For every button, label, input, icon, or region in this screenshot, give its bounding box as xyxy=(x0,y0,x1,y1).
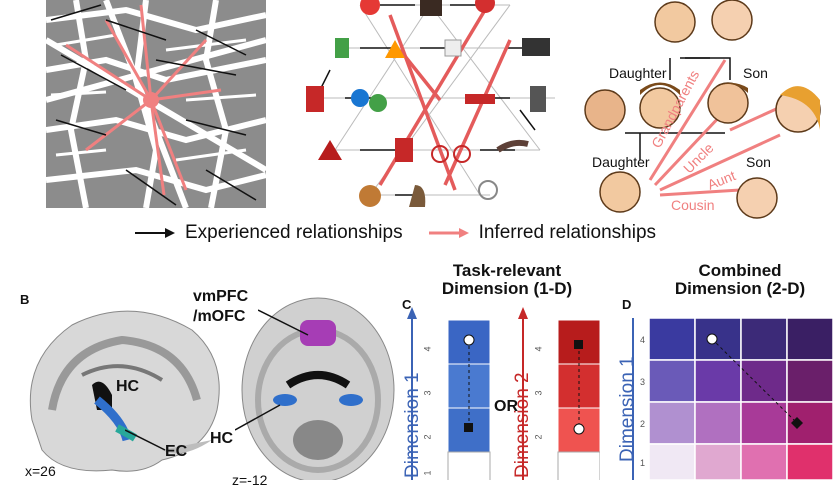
panel-b-letter: B xyxy=(20,292,30,307)
or-label: OR xyxy=(494,398,518,415)
panel-c-tick-1: 1 xyxy=(422,470,433,476)
panel-c-tick-4: 4 xyxy=(422,346,433,352)
panel-d-tick-4: 4 xyxy=(640,335,646,345)
panel-c-title-line2: Dimension (1-D) xyxy=(441,279,573,298)
panel-c-title: Task-relevant Dimension (1-D) xyxy=(432,262,582,298)
family-label-son-bottom: Son xyxy=(746,154,771,170)
family-label-daughter-bottom: Daughter xyxy=(592,154,650,170)
axial-brain-image xyxy=(241,297,395,480)
panel-c-tick2-2: 2 xyxy=(533,434,544,440)
hc-axial-pointer xyxy=(235,404,281,431)
panel-c-tick-2: 2 xyxy=(422,434,433,440)
hc-label-axial: HC xyxy=(210,430,234,447)
panel-d-dimension1-label: Dimension 1 xyxy=(617,356,638,462)
family-label-son-top: Son xyxy=(743,65,768,81)
legend-experienced: Experienced relationships xyxy=(185,222,403,243)
hc-label-sagittal: HC xyxy=(116,378,140,395)
z-coordinate: z=-12 xyxy=(232,472,268,488)
panel-c-grid xyxy=(407,307,600,480)
vmpfc-pointer xyxy=(258,309,309,336)
x-coordinate: x=26 xyxy=(25,463,56,479)
vmpfc-label: vmPFC /mOFC xyxy=(193,288,249,325)
panel-c-dimension1-label: Dimension 1 xyxy=(402,372,423,478)
panel-c-letter: C xyxy=(402,297,412,312)
panel-d-title-line2: Dimension (2-D) xyxy=(674,279,806,298)
experienced-arrow-icon xyxy=(135,228,175,238)
panel-d-tick-2: 2 xyxy=(640,419,646,429)
inferred-arrow-icon xyxy=(428,228,469,238)
panel-d-tick-3: 3 xyxy=(640,377,646,387)
legend-inferred: Inferred relationships xyxy=(478,222,657,243)
family-label-daughter-top: Daughter xyxy=(609,65,667,81)
panel-c-tick-3: 3 xyxy=(422,390,433,396)
panel-d-letter: D xyxy=(622,297,632,312)
sagittal-brain-image xyxy=(29,310,220,472)
panel-d-title-line1: Combined xyxy=(698,261,782,280)
street-map-panel xyxy=(46,0,266,208)
panel-d-title: Combined Dimension (2-D) xyxy=(640,262,840,298)
legend: Experienced relationships Inferred relat… xyxy=(135,222,656,244)
object-lattice-panel xyxy=(306,0,555,207)
panel-d-grid xyxy=(632,318,834,480)
panel-c-title-line1: Task-relevant xyxy=(452,261,562,280)
family-tree-panel xyxy=(584,0,821,219)
ec-label: EC xyxy=(165,443,188,460)
panel-d-tick-1: 1 xyxy=(640,458,646,468)
panel-c-dimension2-label: Dimension 2 xyxy=(512,372,533,478)
panel-c-tick2-4: 4 xyxy=(533,346,544,352)
panel-c-tick2-3: 3 xyxy=(533,390,544,396)
family-label-cousin: Cousin xyxy=(671,197,715,213)
ec-pointer xyxy=(125,429,166,451)
